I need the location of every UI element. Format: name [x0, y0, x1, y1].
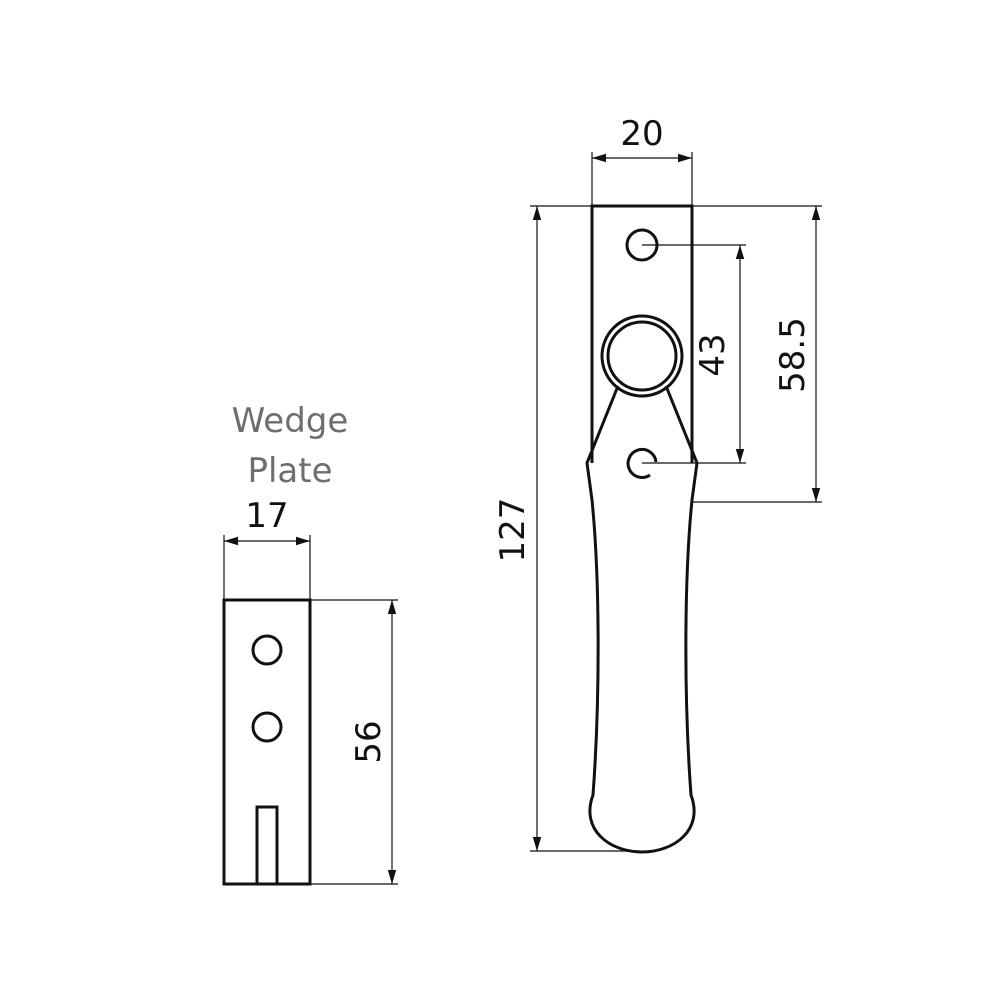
- wedge-length-label: 56: [349, 720, 389, 763]
- handle: 20 127 43 58.5: [493, 114, 822, 854]
- spindle-boss-inner: [606, 320, 678, 392]
- plate-label: Plate: [247, 451, 332, 491]
- wedge-plate: Wedge Plate 17 56: [222, 401, 398, 886]
- wedge-label: Wedge: [232, 401, 349, 441]
- wedge-slot: [255, 805, 279, 886]
- screw-hole: [251, 711, 283, 743]
- hole-spacing-label: 43: [693, 333, 733, 376]
- handle-plate-outline: [590, 204, 694, 463]
- spindle-boss-outer: [600, 314, 684, 398]
- wedge-width-label: 17: [245, 496, 288, 536]
- handle-length-label: 127: [493, 498, 533, 563]
- handle-lever-outline: [585, 385, 699, 854]
- handle-width-label: 20: [620, 114, 663, 154]
- plate-length-label: 58.5: [773, 317, 813, 393]
- screw-hole: [251, 634, 283, 666]
- lower-screw-hole: [626, 447, 658, 479]
